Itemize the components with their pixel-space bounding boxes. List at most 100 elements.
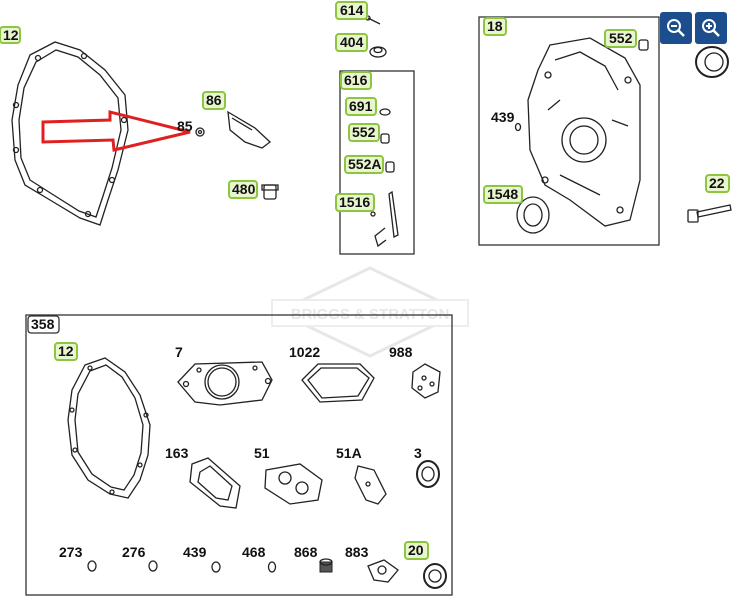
part-614-pin[interactable] (365, 15, 381, 25)
callout-1548[interactable]: 1548 (483, 185, 523, 204)
part-12-gasket-top[interactable] (11, 41, 129, 226)
callout-7[interactable]: 7 (175, 344, 183, 360)
svg-text:18: 18 (487, 18, 503, 34)
svg-text:51A: 51A (336, 445, 362, 461)
part-seal-right[interactable] (695, 46, 729, 78)
callout-691[interactable]: 691 (345, 97, 377, 116)
svg-text:358: 358 (31, 316, 55, 332)
part-480-plug[interactable] (261, 184, 279, 200)
svg-text:85: 85 (177, 118, 193, 134)
part-12-kit-gasket[interactable] (67, 357, 151, 499)
callout-18[interactable]: 18 (483, 17, 507, 36)
part-691-oring[interactable] (379, 108, 391, 116)
zoom-in-icon (702, 19, 720, 37)
svg-text:12: 12 (58, 343, 74, 359)
part-51-gasket[interactable] (264, 463, 323, 505)
svg-text:1516: 1516 (339, 194, 370, 210)
svg-text:616: 616 (344, 72, 368, 88)
part-51A-gasket[interactable] (354, 465, 387, 505)
svg-text:86: 86 (206, 92, 222, 108)
svg-text:7: 7 (175, 344, 183, 360)
svg-text:1022: 1022 (289, 344, 320, 360)
svg-text:3: 3 (414, 445, 422, 461)
part-883-gasket[interactable] (367, 559, 399, 583)
callout-12-top[interactable]: 12 (0, 26, 21, 44)
svg-text:273: 273 (59, 544, 83, 560)
svg-text:51: 51 (254, 445, 270, 461)
part-1022-gasket[interactable] (301, 363, 375, 403)
callout-439-top[interactable]: 439 (491, 109, 515, 125)
callout-51A[interactable]: 51A (336, 445, 362, 461)
zoom-out-icon (667, 19, 685, 37)
part-3-seal[interactable] (416, 460, 440, 488)
svg-text:404: 404 (340, 34, 364, 50)
zoom-out-button[interactable] (660, 12, 692, 44)
part-85-screw[interactable] (195, 127, 205, 137)
group-18-box (478, 16, 660, 246)
callout-3[interactable]: 3 (414, 445, 422, 461)
callout-552-a[interactable]: 552 (348, 123, 380, 142)
callout-1516[interactable]: 1516 (335, 193, 375, 212)
svg-text:22: 22 (709, 175, 725, 191)
part-273-washer[interactable] (87, 560, 97, 572)
callout-552A[interactable]: 552A (344, 155, 384, 174)
svg-text:552: 552 (352, 124, 376, 140)
callout-358[interactable]: 358 (27, 315, 60, 334)
part-86-cover[interactable] (227, 110, 272, 149)
svg-text:883: 883 (345, 544, 369, 560)
callout-273[interactable]: 273 (59, 544, 83, 560)
part-7-head-gasket[interactable] (177, 361, 273, 406)
part-18-crankcase-cover[interactable] (527, 37, 641, 227)
svg-text:552: 552 (609, 30, 633, 46)
svg-text:20: 20 (408, 542, 424, 558)
part-439-kit-ring[interactable] (211, 561, 221, 573)
callout-439-kit[interactable]: 439 (183, 544, 207, 560)
callout-404[interactable]: 404 (335, 33, 368, 52)
callout-614[interactable]: 614 (335, 1, 368, 20)
callout-86[interactable]: 86 (202, 91, 226, 110)
callout-480[interactable]: 480 (228, 180, 258, 199)
callout-22[interactable]: 22 (705, 174, 730, 193)
part-552-b-bushing[interactable] (638, 39, 649, 51)
group-616-box (339, 70, 415, 255)
callout-1022[interactable]: 1022 (289, 344, 320, 360)
callout-85[interactable]: 85 (175, 118, 197, 134)
part-276-washer[interactable] (148, 560, 158, 572)
part-404-washer[interactable] (369, 46, 387, 58)
svg-text:439: 439 (491, 109, 515, 125)
callout-51[interactable]: 51 (254, 445, 270, 461)
zoom-in-button[interactable] (695, 12, 727, 44)
svg-text:691: 691 (349, 98, 373, 114)
red-pointer-arrow (41, 110, 191, 152)
part-1548-seal[interactable] (516, 196, 550, 234)
part-552-a-bushing[interactable] (380, 133, 390, 144)
part-552A-bushing[interactable] (385, 161, 395, 173)
svg-text:480: 480 (232, 181, 256, 197)
part-20-seal[interactable] (423, 563, 447, 589)
callout-163[interactable]: 163 (165, 445, 189, 461)
svg-text:1548: 1548 (487, 186, 518, 202)
part-163-gasket[interactable] (189, 457, 241, 509)
callout-883[interactable]: 883 (345, 544, 369, 560)
part-1516-governor[interactable] (370, 190, 399, 248)
part-868-valve-seal[interactable] (319, 558, 333, 573)
callout-868[interactable]: 868 (294, 544, 318, 560)
part-439-top-ring[interactable] (514, 122, 522, 132)
svg-text:552A: 552A (348, 156, 381, 172)
callout-12-kit[interactable]: 12 (54, 342, 78, 361)
callout-552-b[interactable]: 552 (604, 29, 637, 48)
callout-616[interactable]: 616 (340, 71, 372, 90)
callout-468[interactable]: 468 (242, 544, 266, 560)
part-468-washer[interactable] (267, 561, 277, 573)
svg-text:12: 12 (3, 27, 19, 43)
svg-text:163: 163 (165, 445, 189, 461)
svg-text:868: 868 (294, 544, 318, 560)
callout-988[interactable]: 988 (389, 344, 413, 360)
svg-text:439: 439 (183, 544, 207, 560)
gasket-kit-358-box (25, 314, 453, 596)
part-988-gasket[interactable] (411, 363, 441, 399)
callout-20[interactable]: 20 (404, 541, 429, 560)
part-22-bolt[interactable] (687, 204, 732, 223)
callout-276[interactable]: 276 (122, 544, 146, 560)
svg-text:988: 988 (389, 344, 413, 360)
